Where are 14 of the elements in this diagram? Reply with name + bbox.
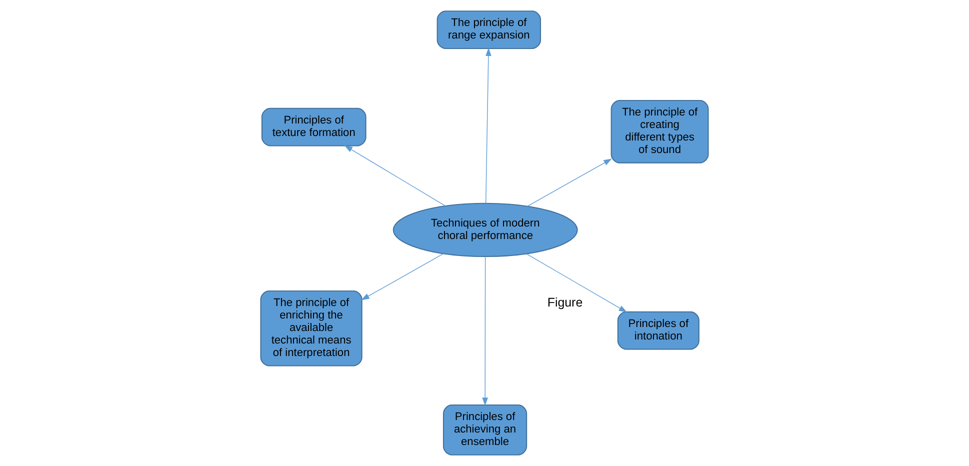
node-box: Principles of intonation <box>617 311 700 350</box>
node-ellipse: Techniques of modern choral performance <box>392 202 578 258</box>
node-box: The principle of range expansion <box>436 10 541 50</box>
node-box: The principle of enriching the available technical means of interpretation <box>260 290 362 366</box>
node-box: Principles of achieving an ensemble <box>442 404 528 456</box>
arrow <box>344 145 446 206</box>
label: Figure <box>547 295 583 310</box>
arrow <box>526 253 628 312</box>
arrow <box>361 253 444 300</box>
node-box: Principles of texture formation <box>261 108 366 146</box>
arrow <box>527 158 612 207</box>
arrow <box>485 48 492 204</box>
node-box: The principle of creating different types of sound <box>610 100 709 164</box>
arrow <box>482 256 488 406</box>
